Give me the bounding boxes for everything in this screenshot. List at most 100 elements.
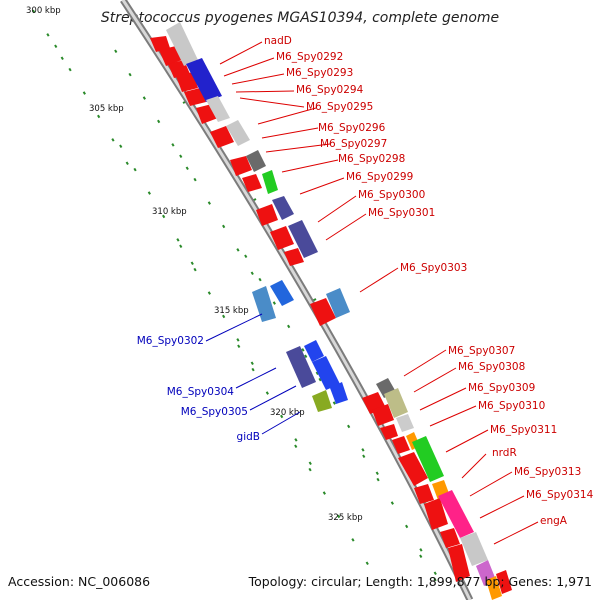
gene-label[interactable]: M6_Spy0293 (286, 67, 353, 79)
tick-dot (265, 391, 269, 395)
kbp-label: 310 kbp (152, 207, 187, 217)
gene-label[interactable]: M6_Spy0301 (368, 207, 435, 219)
gene-feature (288, 220, 318, 258)
gene-feature (256, 204, 278, 226)
forward-features (150, 22, 512, 600)
gene-label[interactable]: M6_Spy0304 (167, 386, 235, 398)
gene-label[interactable]: M6_Spy0299 (346, 171, 413, 183)
tick-dot (162, 214, 166, 219)
gene-feature (270, 280, 294, 306)
gene-label[interactable]: M6_Spy0310 (478, 400, 545, 412)
gene-feature (330, 382, 348, 404)
tick-guides (32, 9, 437, 582)
tick-dot (337, 514, 341, 519)
gene-label[interactable]: M6_Spy0309 (468, 382, 535, 394)
gene-feature (286, 346, 316, 388)
tick-dot (179, 154, 183, 159)
gene-feature (262, 170, 278, 194)
gene-feature (380, 424, 398, 440)
tick-dot (250, 271, 254, 276)
gene-label[interactable]: M6_Spy0303 (400, 262, 467, 274)
tick-dot (301, 348, 305, 352)
tick-dot (222, 224, 226, 229)
gene-label[interactable]: nrdR (492, 447, 517, 459)
gene-label[interactable]: M6_Spy0292 (276, 51, 343, 63)
tick-dot (315, 371, 319, 376)
tick-dot (251, 367, 255, 372)
gene-label[interactable]: M6_Spy0297 (320, 138, 387, 150)
tick-dot (250, 361, 254, 366)
tick-dot (361, 448, 365, 452)
tick-dot (322, 491, 326, 495)
tick-dot (171, 143, 175, 147)
gene-label[interactable]: M6_Spy0313 (514, 466, 581, 478)
kbp-label: 325 kbp (328, 513, 363, 523)
tick-dot (376, 477, 380, 482)
tick-dot (179, 244, 183, 249)
gene-label[interactable]: M6_Spy0311 (490, 424, 557, 436)
gene-feature (252, 286, 276, 322)
gene-feature (184, 88, 206, 106)
tick-dot (133, 167, 137, 172)
gene-feature (242, 174, 262, 192)
reverse-leader-lines (205, 313, 301, 435)
gene-label[interactable]: M6_Spy0314 (526, 489, 594, 501)
tick-dot (433, 571, 437, 576)
gene-label[interactable]: M6_Spy0307 (448, 345, 515, 357)
gene-feature (424, 498, 448, 530)
tick-dot (128, 72, 132, 77)
gene-feature (284, 248, 304, 266)
tick-dot (318, 377, 322, 382)
tick-dot (68, 67, 72, 72)
tick-dot (111, 138, 115, 142)
tick-dot (119, 144, 123, 149)
tick-dot (375, 471, 379, 476)
gene-feature (310, 298, 336, 326)
gene-label[interactable]: engA (540, 515, 568, 527)
tick-dot (237, 344, 241, 349)
gene-feature (210, 126, 234, 148)
gene-label[interactable]: M6_Spy0294 (296, 84, 364, 96)
tick-dot (419, 554, 423, 559)
gene-feature (412, 436, 444, 482)
gene-label[interactable]: M6_Spy0296 (318, 122, 386, 134)
tick-dot (287, 324, 291, 329)
gene-feature (226, 120, 250, 146)
gene-label[interactable]: gidB (237, 431, 260, 443)
gene-feature (312, 356, 340, 390)
kbp-label: 305 kbp (89, 104, 124, 114)
gene-label[interactable]: nadD (264, 35, 292, 47)
kbp-label: 300 kbp (26, 6, 61, 16)
gene-feature (272, 196, 294, 220)
tick-dot (332, 401, 336, 405)
gene-feature (166, 22, 198, 66)
tick-dot (304, 354, 308, 359)
tick-dot (82, 91, 86, 95)
tick-dot (147, 191, 151, 195)
gene-feature (438, 490, 474, 538)
tick-dot (54, 44, 58, 49)
gene-label[interactable]: M6_Spy0302 (137, 335, 204, 347)
gene-feature (246, 150, 266, 172)
reverse-features (252, 280, 348, 412)
tick-dot (207, 201, 211, 205)
tick-dot (308, 461, 312, 466)
gene-label[interactable]: M6_Spy0298 (338, 153, 405, 165)
map-title: Streptococcus pyogenes MGAS10394, comple… (100, 10, 500, 26)
gene-label[interactable]: M6_Spy0300 (358, 189, 425, 201)
tick-dot (222, 314, 226, 319)
gene-label[interactable]: M6_Spy0308 (458, 361, 525, 373)
tick-dot (433, 577, 437, 582)
kbp-label: 315 kbp (214, 306, 249, 316)
tick-dot (193, 267, 197, 272)
tick-dot (32, 9, 36, 14)
gene-feature (326, 288, 350, 318)
gene-label[interactable]: M6_Spy0295 (306, 101, 373, 113)
tick-dot (405, 524, 409, 529)
gene-feature (414, 484, 434, 504)
topology-text: Topology: circular; Length: 1,899,877 bp… (248, 574, 592, 589)
tick-dot (236, 338, 240, 342)
tick-dot (362, 454, 366, 459)
gene-label[interactable]: M6_Spy0305 (181, 406, 248, 418)
kbp-label: 320 kbp (270, 408, 305, 418)
